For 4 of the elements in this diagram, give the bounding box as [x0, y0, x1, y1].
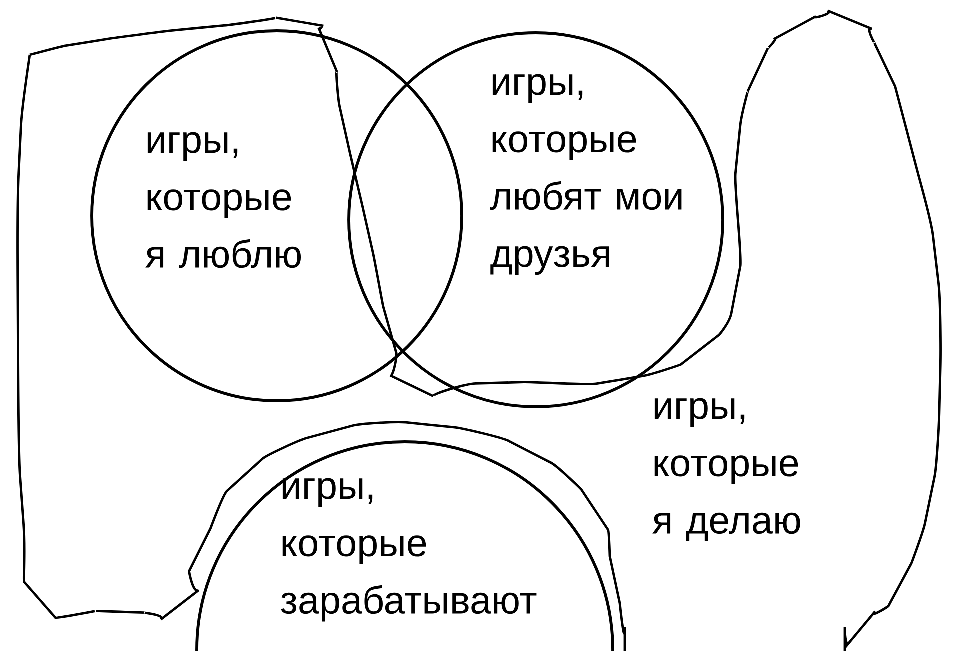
region-label: игры, которые я делаю	[652, 398, 800, 542]
region-label: игры, которые зарабатывают	[281, 478, 537, 622]
region-label: игры, которые любят мои друзья	[490, 74, 682, 276]
region-label: игры, которые я люблю	[146, 132, 302, 268]
